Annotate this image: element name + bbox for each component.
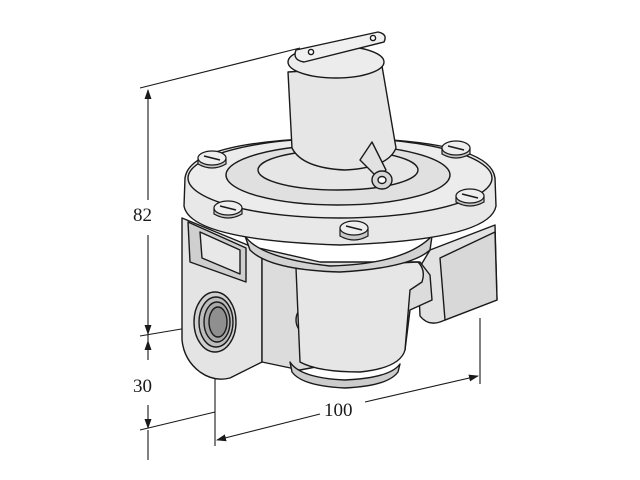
diaphragm-lower bbox=[244, 235, 433, 273]
inlet-recess-inner bbox=[199, 231, 241, 275]
dim-100-arrow-right bbox=[364, 374, 479, 403]
bottom-nut bbox=[289, 361, 401, 389]
dim-30-extension-bottom bbox=[139, 411, 216, 431]
spring-cap bbox=[287, 65, 397, 171]
bolt-bottom-center bbox=[339, 220, 369, 241]
dim-label-30: 30 bbox=[133, 376, 152, 397]
cap-tab-hole-right bbox=[369, 34, 377, 42]
dim-label-100: 100 bbox=[324, 400, 353, 421]
inlet-port-thread-3 bbox=[208, 306, 228, 338]
regulator-body bbox=[181, 31, 498, 389]
dimension-lines bbox=[139, 47, 481, 460]
bolt-right-back bbox=[441, 140, 471, 159]
valve-stem-housing bbox=[295, 261, 425, 373]
cap-tab bbox=[294, 31, 386, 63]
vent-clip bbox=[359, 141, 387, 179]
dim-100-arrow-left bbox=[216, 413, 321, 442]
flange-bolts bbox=[197, 140, 485, 241]
dim-label-82: 82 bbox=[133, 205, 152, 226]
dim-82-extension-top bbox=[139, 47, 301, 89]
bolt-right-front bbox=[455, 188, 485, 207]
vent-clip-hole bbox=[377, 175, 387, 185]
bolt-left-front bbox=[213, 200, 243, 219]
cap-tab-hole-left bbox=[307, 48, 315, 56]
bolt-left-back bbox=[197, 150, 227, 169]
outlet-block-face bbox=[439, 231, 498, 321]
